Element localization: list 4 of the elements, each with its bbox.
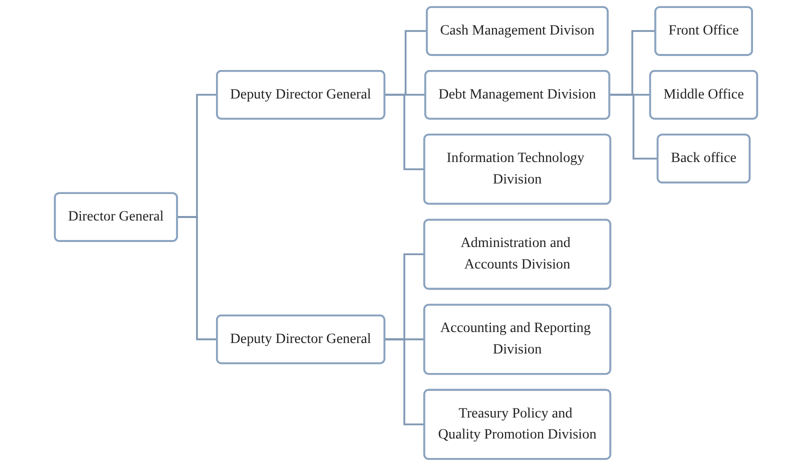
connector bbox=[177, 216, 217, 340]
connector bbox=[609, 94, 658, 160]
connector bbox=[384, 338, 424, 426]
connector bbox=[384, 94, 424, 170]
